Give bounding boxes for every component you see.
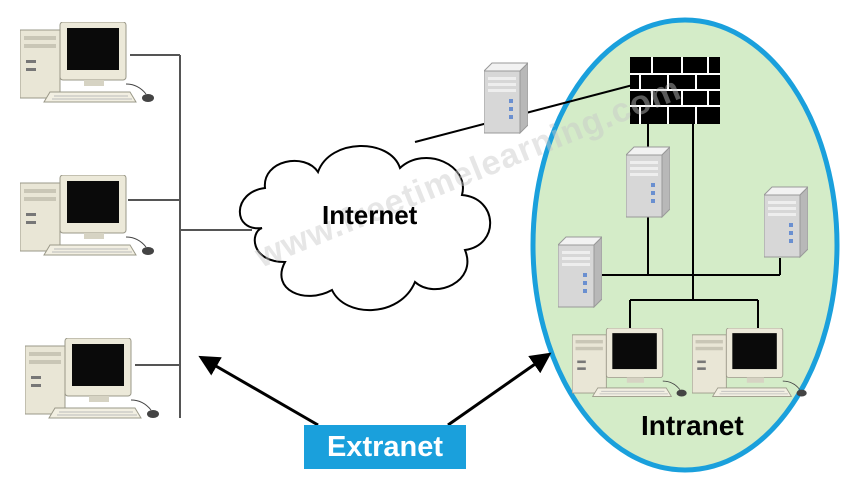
internet-label: Internet (322, 200, 418, 230)
extranet-arrow-right (447, 352, 552, 427)
cloud-icon (238, 145, 492, 311)
server-icon (558, 236, 602, 308)
desktop-computer-icon (25, 338, 160, 419)
extranet-label: Extranet (304, 425, 466, 469)
extranet-arrow-left (198, 355, 319, 427)
server-icon (764, 186, 808, 258)
desktop-computer-icon (20, 175, 155, 256)
server-icon (484, 62, 528, 134)
internet-to-firewall-link (414, 79, 653, 143)
server-icon (626, 146, 670, 218)
desktop-computer-icon (20, 22, 155, 103)
firewall-icon (630, 57, 720, 124)
left-network-bus (128, 54, 252, 418)
intranet-label: Intranet (641, 410, 744, 441)
